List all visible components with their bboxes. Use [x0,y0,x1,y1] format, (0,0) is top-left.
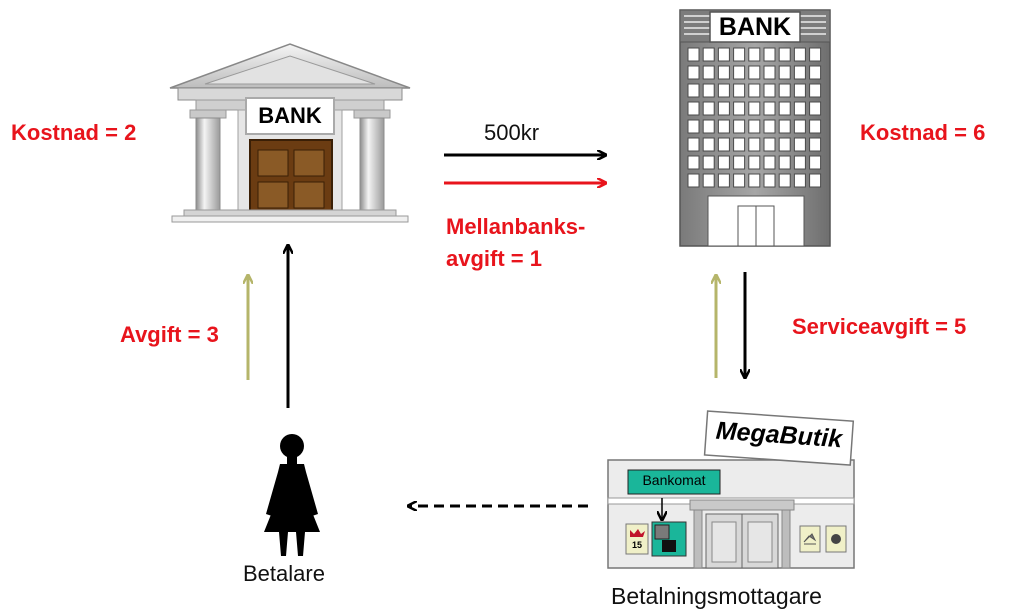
tower-window [717,137,730,152]
tower-window [702,47,715,62]
tower-window [763,119,776,134]
tower-window [733,65,746,80]
tower-window [793,155,806,170]
tower-window [733,137,746,152]
tower-window [748,155,761,170]
tower-window [778,119,791,134]
tower-window [748,83,761,98]
tower-window [733,83,746,98]
tower-window [748,47,761,62]
tower-window [778,65,791,80]
tower-window [793,119,806,134]
tower-window [809,155,822,170]
tower-window [748,137,761,152]
megabutik-store-icon [607,410,855,569]
tower-window [687,83,700,98]
tower-window [687,47,700,62]
tower-window [733,47,746,62]
tower-window [733,119,746,134]
tower-window [809,137,822,152]
tower-window [778,137,791,152]
tower-window [778,83,791,98]
bank-left-building-icon [169,43,411,223]
tower-window [687,173,700,188]
tower-window [809,83,822,98]
tower-window [687,155,700,170]
bank-left-cost-label: Kostnad = 2 [11,120,137,145]
poster-number: 15 [631,540,642,550]
tower-window [748,101,761,116]
tower-window [809,47,822,62]
tower-window [687,137,700,152]
bank-right-sign: BANK [718,13,792,41]
tower-window [717,83,730,98]
tower-window [687,119,700,134]
tower-window [702,173,715,188]
tower-window [763,83,776,98]
tower-window [809,101,822,116]
transfer-amount-label: 500kr [484,120,540,145]
tower-window [793,173,806,188]
tower-window [717,65,730,80]
tower-window [778,173,791,188]
tower-window [763,65,776,80]
tower-window [763,47,776,62]
tower-window [763,101,776,116]
tower-window [763,173,776,188]
tower-window [793,83,806,98]
tower-window [717,119,730,134]
tower-window [702,83,715,98]
tower-window [748,119,761,134]
tower-window [809,173,822,188]
tower-window [793,101,806,116]
tower-window [717,47,730,62]
tower-window [809,119,822,134]
woman-figure-icon [264,434,320,556]
tower-window [702,101,715,116]
payer-fee-label: Avgift = 3 [120,322,219,347]
tower-window [733,173,746,188]
tower-window [717,101,730,116]
atm-label: Bankomat [642,472,706,488]
interbank-fee-label-line1: Mellanbanks- [446,214,586,239]
bank-left-sign: BANK [258,103,322,128]
tower-window [733,101,746,116]
tower-window [687,65,700,80]
tower-window [687,101,700,116]
tower-window [763,155,776,170]
tower-window [793,47,806,62]
tower-window [778,47,791,62]
service-fee-label: Serviceavgift = 5 [792,314,967,339]
tower-window [809,65,822,80]
tower-window [733,155,746,170]
tower-window [702,119,715,134]
tower-window [793,65,806,80]
tower-window [778,101,791,116]
bank-right-cost-label: Kostnad = 6 [860,120,986,145]
tower-window [793,137,806,152]
bank-right-building-icon [679,9,831,247]
tower-window [702,137,715,152]
tower-window [763,137,776,152]
tower-window [702,65,715,80]
payer-label: Betalare [243,561,325,586]
merchant-label: Betalningsmottagare [611,583,822,609]
tower-window [717,155,730,170]
tower-window [702,155,715,170]
tower-window [748,173,761,188]
tower-window [717,173,730,188]
tower-window [748,65,761,80]
interbank-fee-label-line2: avgift = 1 [446,246,542,271]
tower-window [778,155,791,170]
